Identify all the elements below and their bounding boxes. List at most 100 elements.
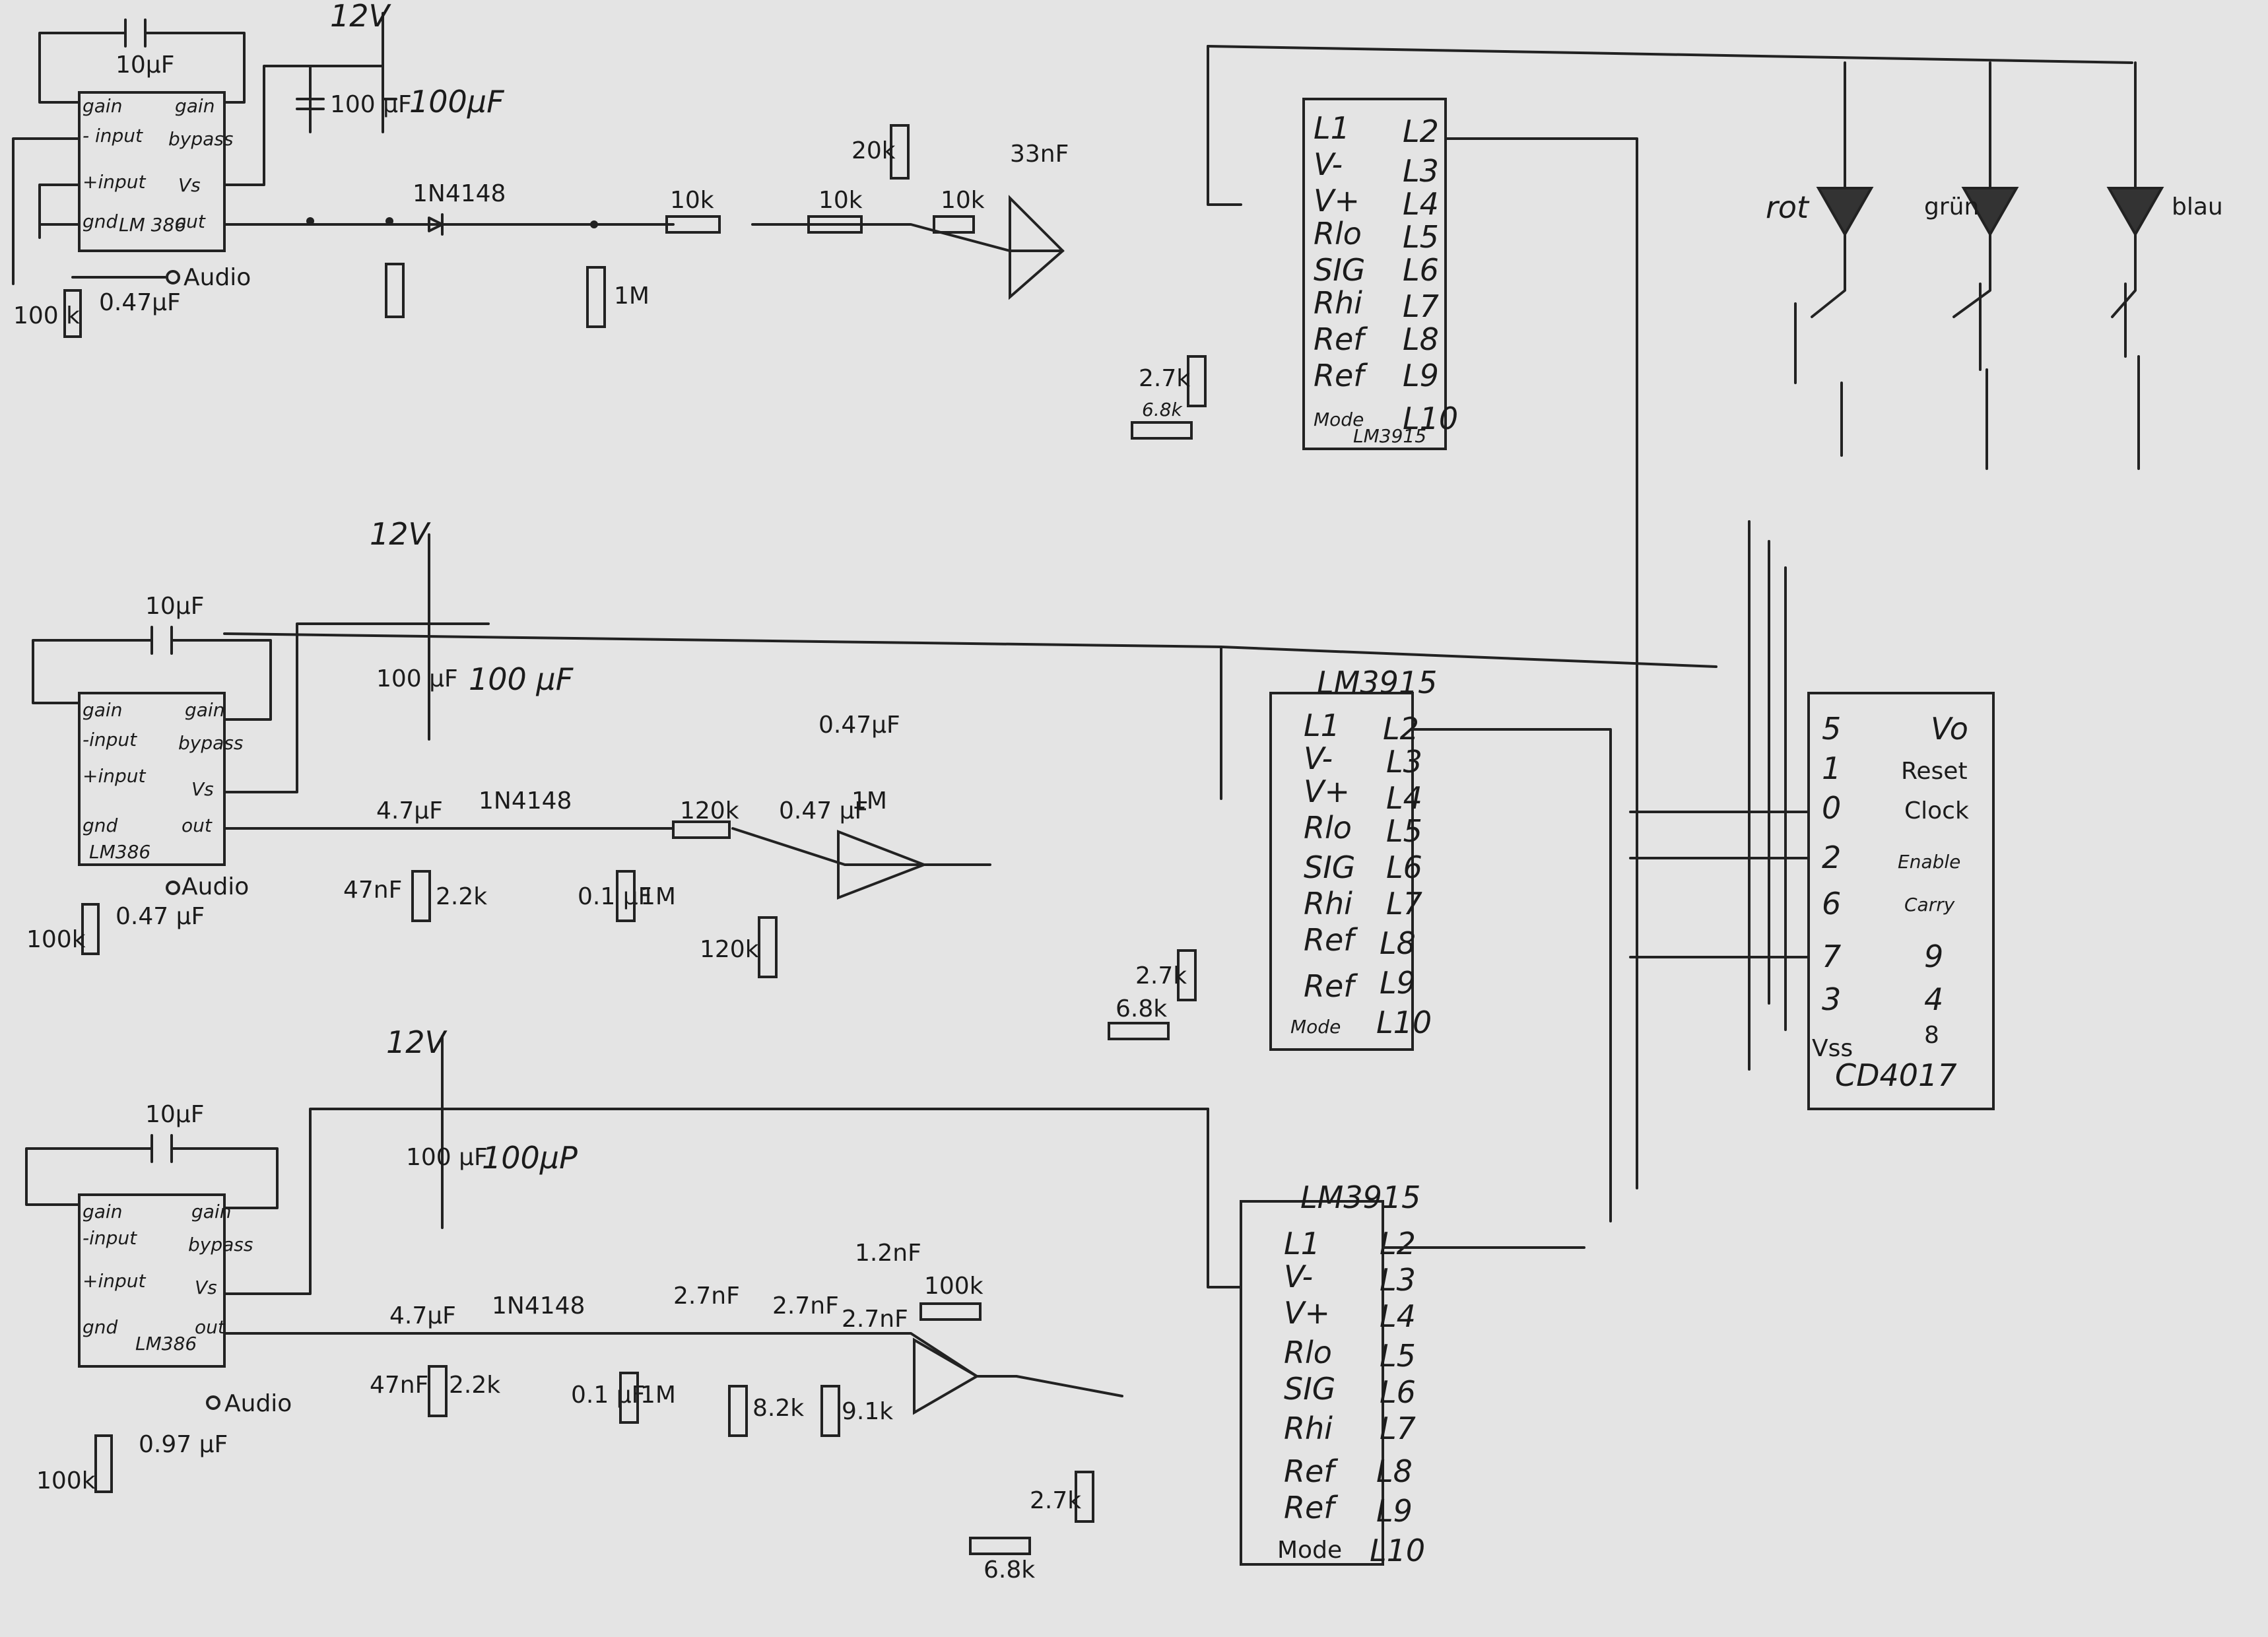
lm3915-chip <box>1240 1200 1384 1566</box>
transistor-bases <box>1794 283 2127 384</box>
pin-left-4: Rlo <box>1284 1335 1332 1370</box>
pin-right-3: L4 <box>1386 780 1422 816</box>
led-blue-label: blau <box>2172 193 2223 220</box>
audio-jack-icon[interactable] <box>166 270 180 284</box>
pin-right-6: L7 <box>1380 1411 1416 1446</box>
pin-left-9: Mode <box>1314 409 1364 430</box>
pin-left-7: 3 <box>1822 982 1841 1017</box>
signal-wire <box>223 827 991 866</box>
input-cap-label: 0.97 µF <box>139 1431 228 1458</box>
rgb-led-stage: rot grün blau <box>1207 45 2223 470</box>
pin-right-4: out <box>195 1316 226 1338</box>
pin-left-1: L1 <box>1284 1226 1320 1261</box>
pin-left-9: Mode <box>1277 1537 1342 1564</box>
pin-right-3: Vs <box>195 1277 217 1298</box>
supply-cap-1: 100 µF <box>330 91 412 118</box>
pin-left-2: - input <box>83 125 143 147</box>
input-pot[interactable] <box>63 289 82 338</box>
pin-right-8: L9 <box>1403 358 1439 393</box>
pin-left-6: Rhi <box>1314 285 1362 321</box>
pin-right-8: L9 <box>1380 965 1416 1001</box>
res-100k <box>919 1302 982 1321</box>
chip-label: LM3915 <box>1353 425 1426 447</box>
pin-left-6: Rhi <box>1284 1411 1333 1446</box>
chip-label: LM3915 <box>1317 665 1437 700</box>
pin-left-3: 0 <box>1822 790 1841 826</box>
cap-47nf: 47nF <box>343 877 402 904</box>
res-6-8k-label: 6.8k <box>1116 995 1167 1022</box>
res-1m <box>619 1372 639 1424</box>
pin-right-1: gain <box>185 699 224 721</box>
cap-4-7uf: 4.7µF <box>389 1302 456 1329</box>
pin-right-1: gain <box>175 95 215 117</box>
audio-jack-icon[interactable] <box>206 1395 220 1410</box>
pin-left-3: V+ <box>1314 183 1360 218</box>
res-10k-3 <box>933 215 975 234</box>
supply-cap-1: 100 µF <box>376 665 458 692</box>
res-10k-3-label: 10k <box>941 187 985 214</box>
pin-left-4: gnd <box>83 211 118 232</box>
audio-label: Audio <box>182 873 249 900</box>
pin-right-7: 4 <box>1924 982 1943 1017</box>
pin-right-3: Clock <box>1904 797 1969 824</box>
supply-cap-2: 100 µF <box>469 661 574 697</box>
pin-left-1: gain <box>83 699 122 721</box>
supply-cap-2: 100µF <box>409 84 504 119</box>
driver-3: LM3915 L1 V- V+ Rlo SIG Rhi Ref Ref Mode… <box>969 1180 1425 1584</box>
pin-right-4: out <box>182 815 213 836</box>
pin-left-9: Mode <box>1290 1016 1341 1038</box>
res-1m-label: 1M <box>614 283 650 310</box>
pin-right-2: bypass <box>188 1234 253 1255</box>
feedback-cap-label: 10µF <box>145 1101 204 1128</box>
feedback-cap-label: 10µF <box>116 51 174 79</box>
pin-left-7: Ref <box>1284 1453 1338 1489</box>
pin-right-3: L4 <box>1380 1298 1416 1334</box>
res-6-8k <box>1131 421 1193 440</box>
res-10k-2-label: 10k <box>818 187 863 214</box>
res-1m-label: 1M <box>640 1382 676 1409</box>
pin-left-3: +input <box>83 171 147 193</box>
pin-right-7: L8 <box>1376 1453 1413 1489</box>
input-pot[interactable] <box>94 1434 113 1493</box>
counter-cd4017: CD4017 5 1 0 2 6 7 3 Vss Vo Reset Clock … <box>1807 692 1995 1110</box>
res-9-1k-label: 9.1k <box>842 1398 893 1425</box>
res-2-7k <box>1075 1471 1094 1523</box>
lm3915-chip <box>1302 98 1447 450</box>
l2-bus <box>1382 137 1638 1249</box>
amp2-supply-rail <box>223 632 1718 800</box>
pin-left-8: Ref <box>1284 1490 1338 1525</box>
diode-1n4148 <box>428 213 444 236</box>
counter-inputs <box>1629 811 1810 958</box>
vs-wire <box>223 1035 1209 1295</box>
cap-2-7nf-3: 2.7nF <box>842 1306 908 1333</box>
cap-0-1uf: 0.1 µF <box>578 883 651 910</box>
audio-jack-icon[interactable] <box>166 881 180 895</box>
pin-left-4: 2 <box>1822 840 1841 875</box>
res-1m-label: 1M <box>640 883 676 910</box>
supply-cap-2: 100µP <box>482 1140 578 1176</box>
pin-left-6: Rhi <box>1304 886 1352 921</box>
input-pot[interactable] <box>81 903 100 955</box>
pin-right-5: Carry <box>1904 894 1955 916</box>
pin-left-5: SIG <box>1314 252 1365 288</box>
res-100k-label: 100k <box>924 1273 984 1300</box>
pin-left-5: 6 <box>1822 886 1841 921</box>
input-pot-label: 100 k <box>13 302 80 329</box>
amplifier-1: LM 386 gain - input +input gnd gain bypa… <box>12 0 1069 338</box>
pin-right-9: L10 <box>1403 401 1458 436</box>
led-supply-wire <box>1207 45 2137 189</box>
pin-right-2: L3 <box>1380 1262 1416 1298</box>
pin-left-8: Vss <box>1812 1035 1853 1062</box>
pin-right-1: Vo <box>1931 711 1968 747</box>
chip-label: CD4017 <box>1835 1057 1957 1093</box>
pin-left-1: 5 <box>1822 711 1841 747</box>
pin-right-2: L3 <box>1386 744 1422 780</box>
pin-left-1: gain <box>83 95 122 117</box>
amp-supply-rails <box>1207 45 1242 1288</box>
supply-label: 12V <box>386 1024 448 1060</box>
feedback-cap-33nf: 33nF <box>1010 141 1069 168</box>
pin-left-8: Ref <box>1304 968 1358 1004</box>
lm386-chip <box>78 692 226 866</box>
pin-right-9: L10 <box>1376 1005 1432 1040</box>
